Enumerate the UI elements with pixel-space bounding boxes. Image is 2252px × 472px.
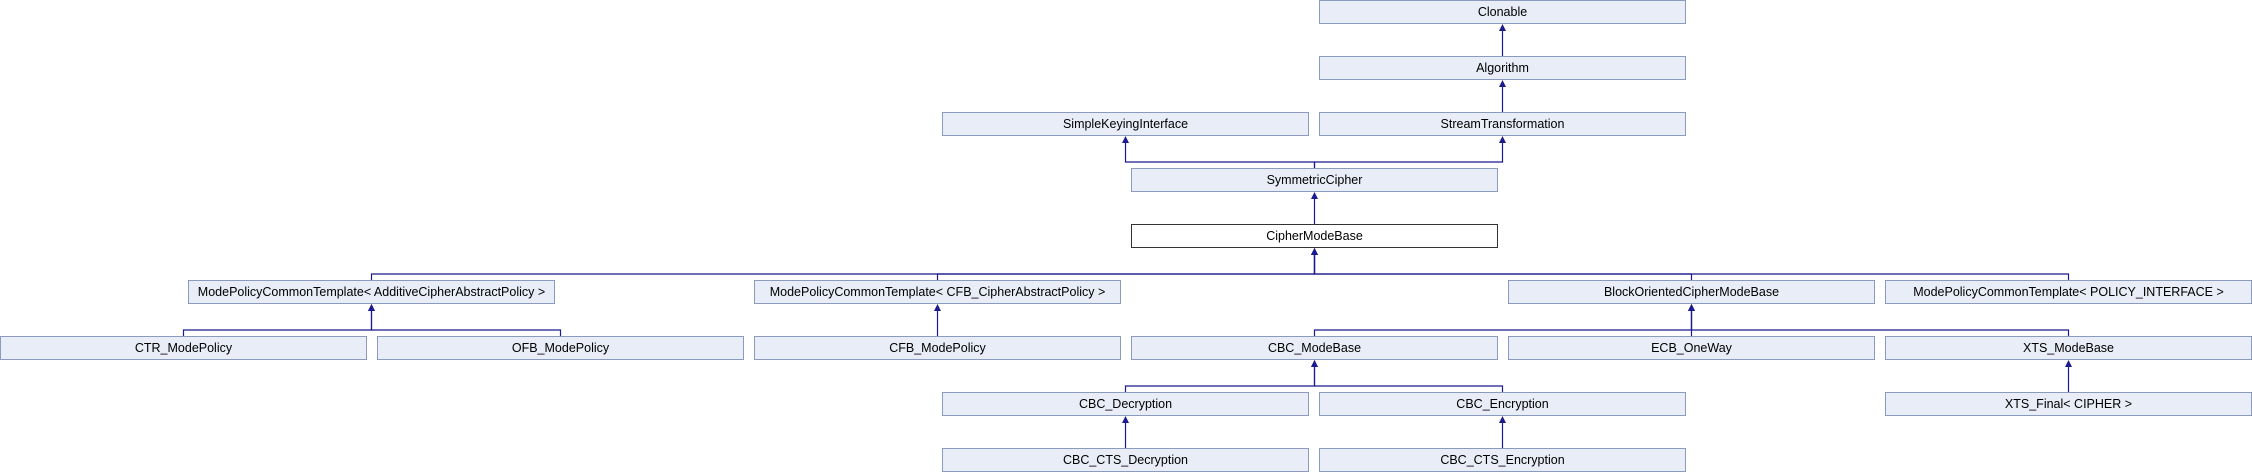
node-ecb-oneway[interactable]: ECB_OneWay — [1508, 336, 1875, 360]
edge-mpct_additive-to-cipher_mode_base — [370, 254, 1316, 280]
edge-ofb_mode_policy-to-mpct_additive — [370, 310, 562, 336]
node-mode-policy-additive[interactable]: ModePolicyCommonTemplate< AdditiveCipher… — [188, 280, 555, 304]
node-mode-policy-cfb[interactable]: ModePolicyCommonTemplate< CFB_CipherAbst… — [754, 280, 1121, 304]
node-cbc-cts-encryption[interactable]: CBC_CTS_Encryption — [1319, 448, 1686, 472]
node-cbc-encryption[interactable]: CBC_Encryption — [1319, 392, 1686, 416]
edge-arrow-cipher_mode_base-to-symmetric_cipher — [1311, 192, 1318, 199]
node-cbc-decryption[interactable]: CBC_Decryption — [942, 392, 1309, 416]
node-cbc-mode-base[interactable]: CBC_ModeBase — [1131, 336, 1498, 360]
node-simple-keying-interface[interactable]: SimpleKeyingInterface — [942, 112, 1309, 136]
edge-block_oriented-to-cipher_mode_base — [1313, 254, 1693, 280]
edge-arrow-algorithm-to-clonable — [1499, 24, 1506, 31]
edge-arrow-mpct_policy-to-cipher_mode_base — [1311, 248, 1318, 255]
edge-cbc_encryption-to-cbc_mode_base — [1313, 366, 1504, 392]
edge-symmetric_cipher-to-stream_transformation — [1313, 142, 1504, 168]
node-cbc-cts-decryption[interactable]: CBC_CTS_Decryption — [942, 448, 1309, 472]
edge-mpct_policy-to-cipher_mode_base — [1313, 254, 2070, 280]
edge-arrow-symmetric_cipher-to-stream_transformation — [1499, 136, 1506, 143]
edge-arrow-cbc_cts_decryption-to-cbc_decryption — [1122, 416, 1129, 423]
edge-xts_mode_base-to-block_oriented — [1690, 310, 2070, 336]
node-cfb-mode-policy[interactable]: CFB_ModePolicy — [754, 336, 1121, 360]
edge-arrow-ofb_mode_policy-to-mpct_additive — [368, 304, 375, 311]
edge-arrow-xts_final-to-xts_mode_base — [2065, 360, 2072, 367]
node-block-oriented-cipher-mode-base[interactable]: BlockOrientedCipherModeBase — [1508, 280, 1875, 304]
node-xts-mode-base[interactable]: XTS_ModeBase — [1885, 336, 2252, 360]
node-cipher-mode-base: CipherModeBase — [1131, 224, 1498, 248]
edge-arrow-xts_mode_base-to-block_oriented — [1688, 304, 1695, 311]
edge-ctr_mode_policy-to-mpct_additive — [182, 310, 373, 336]
node-algorithm[interactable]: Algorithm — [1319, 56, 1686, 80]
edge-mpct_cfb-to-cipher_mode_base — [936, 254, 1316, 280]
edge-cbc_decryption-to-cbc_mode_base — [1124, 366, 1316, 392]
node-ctr-mode-policy[interactable]: CTR_ModePolicy — [0, 336, 367, 360]
node-xts-final[interactable]: XTS_Final< CIPHER > — [1885, 392, 2252, 416]
node-symmetric-cipher[interactable]: SymmetricCipher — [1131, 168, 1498, 192]
edge-arrow-cbc_cts_encryption-to-cbc_encryption — [1499, 416, 1506, 423]
edge-arrow-cfb_mode_policy-to-mpct_cfb — [934, 304, 941, 311]
edge-symmetric_cipher-to-simple_keying_interface — [1124, 142, 1316, 168]
node-stream-transformation[interactable]: StreamTransformation — [1319, 112, 1686, 136]
node-mode-policy-interface[interactable]: ModePolicyCommonTemplate< POLICY_INTERFA… — [1885, 280, 2252, 304]
edge-arrow-symmetric_cipher-to-simple_keying_interface — [1122, 136, 1129, 143]
node-clonable[interactable]: Clonable — [1319, 0, 1686, 24]
edge-arrow-stream_transformation-to-algorithm — [1499, 80, 1506, 87]
node-ofb-mode-policy[interactable]: OFB_ModePolicy — [377, 336, 744, 360]
edge-cbc_mode_base-to-block_oriented — [1313, 310, 1693, 336]
edge-arrow-cbc_encryption-to-cbc_mode_base — [1311, 360, 1318, 367]
